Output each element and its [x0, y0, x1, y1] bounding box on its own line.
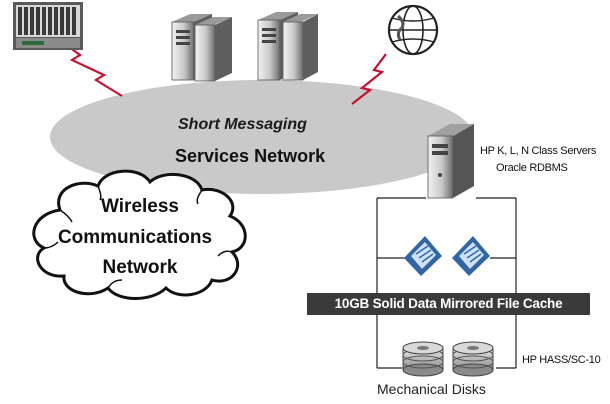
wireless-network-line3: Network — [102, 257, 178, 278]
rack-server-icon — [13, 2, 83, 50]
disk-stack-icon — [452, 341, 494, 377]
tower-server-icon — [427, 124, 474, 199]
lightning-link-icon — [351, 53, 387, 105]
mechanical-disks-label: Mechanical Disks — [377, 381, 486, 397]
tower-server-icon — [282, 14, 318, 81]
server-model-label: HP K, L, N Class Servers — [480, 145, 597, 157]
server-database-label: Oracle RDBMS — [496, 162, 568, 174]
globe-icon — [387, 4, 439, 56]
disk-stack-icon — [402, 341, 444, 377]
sms-network-subtitle: Services Network — [175, 146, 326, 166]
wireless-network-line2: Communications — [57, 227, 213, 248]
cache-module-icon — [404, 236, 442, 276]
lightning-link-icon — [61, 41, 123, 97]
cache-module-icon — [452, 236, 490, 276]
tower-server-icon — [194, 17, 232, 82]
wireless-network-line1: Wireless — [101, 196, 179, 217]
sms-network-ellipse — [50, 80, 474, 194]
sms-network-title: Short Messaging — [178, 116, 307, 133]
wireless-cloud-shape — [32, 169, 247, 300]
storage-model-label: HP HASS/SC-10 — [522, 354, 601, 366]
connection-lines — [376, 197, 517, 369]
file-cache-banner: 10GB Solid Data Mirrored File Cache — [307, 293, 590, 315]
